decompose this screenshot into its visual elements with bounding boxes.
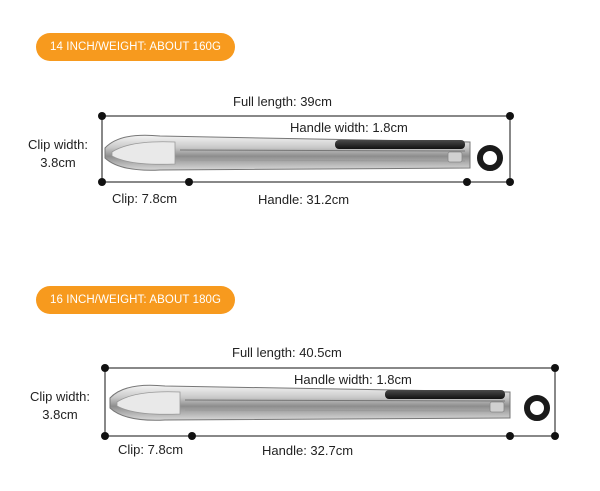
clip-width-value: 3.8cm: [40, 155, 76, 170]
full-length-label: Full length: 39cm: [233, 94, 332, 109]
clip-width-label: Clip width: 3.8cm: [28, 136, 88, 172]
handle-grip: [385, 390, 505, 399]
clip-width-label: Clip width: 3.8cm: [30, 388, 90, 424]
handle-grip: [335, 140, 465, 149]
product-panel-14-inch: 14 INCH/WEIGHT: ABOUT 160G: [0, 0, 600, 245]
tongs-dimension-diagram: [98, 112, 514, 186]
clip-width-value: 3.8cm: [42, 407, 78, 422]
size-weight-badge: 16 INCH/WEIGHT: ABOUT 180G: [36, 286, 236, 314]
hanging-ring-icon: [524, 395, 550, 421]
tongs-image: [104, 134, 503, 171]
handle-width-label: Handle width: 1.8cm: [294, 372, 412, 387]
dimension-lines: [104, 367, 556, 437]
handle-length-label: Handle: 31.2cm: [258, 192, 350, 207]
product-panel-16-inch: 16 INCH/WEIGHT: ABOUT 180G: [0, 246, 600, 491]
tongs-image: [109, 384, 550, 421]
handle-width-label: Handle width: 1.8cm: [290, 120, 408, 135]
dimension-markers: [101, 364, 559, 440]
handle-length-label: Handle: 32.7cm: [262, 443, 354, 458]
dimension-lines: [101, 115, 511, 183]
full-length-label: Full length: 40.5cm: [232, 345, 342, 360]
tongs-dimension-diagram: [101, 364, 559, 440]
hanging-ring-icon: [477, 145, 503, 171]
clip-length-label: Clip: 7.8cm: [112, 191, 178, 206]
clip-length-label: Clip: 7.8cm: [118, 442, 184, 457]
size-weight-badge: 14 INCH/WEIGHT: ABOUT 160G: [36, 33, 236, 61]
dimension-markers: [98, 112, 514, 186]
clip-width-title: Clip width:: [28, 137, 88, 152]
clip-width-title: Clip width:: [30, 389, 90, 404]
